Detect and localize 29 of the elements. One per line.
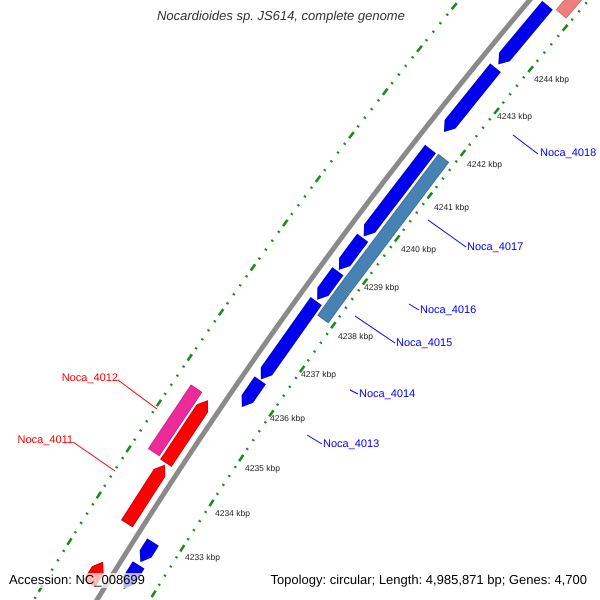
scale-label: 4242 kbp <box>467 160 502 170</box>
gene-label: Noca_4017 <box>467 241 524 254</box>
scale-label: 4237 kbp <box>301 370 336 380</box>
leader-line <box>118 380 158 410</box>
gene-label: Noca_4012 <box>62 372 118 385</box>
gene-label: Noca_4011 <box>18 434 73 447</box>
leader-line <box>350 390 358 394</box>
scale-label: 4240 kbp <box>401 245 436 255</box>
scale-label: 4233 kbp <box>185 553 220 563</box>
gene-label: Noca_4015 <box>396 337 452 350</box>
gene-label: Noca_4014 <box>359 388 416 401</box>
gene-label: Noca_4013 <box>323 438 380 451</box>
leader-line <box>428 220 466 248</box>
scale-label: 4235 kbp <box>245 464 280 474</box>
scale-label: 4243 kbp <box>497 112 532 122</box>
gene-label: Noca_4018 <box>540 147 596 160</box>
leader-line <box>72 442 116 472</box>
scale-label: 4234 kbp <box>215 509 250 519</box>
leader-line <box>354 316 396 344</box>
gene-label: Noca_4016 <box>420 304 476 317</box>
scale-label: 4236 kbp <box>270 414 305 424</box>
scale-label: 4238 kbp <box>338 332 373 342</box>
leader-line <box>306 434 322 444</box>
leader-line <box>512 134 538 154</box>
scale-label: 4241 kbp <box>434 203 469 213</box>
scale-label: 4239 kbp <box>364 283 399 293</box>
leader-line <box>408 304 420 310</box>
map-title: Nocardioides sp. JS614, complete genome <box>157 9 405 24</box>
scale-label: 4244 kbp <box>534 75 569 85</box>
